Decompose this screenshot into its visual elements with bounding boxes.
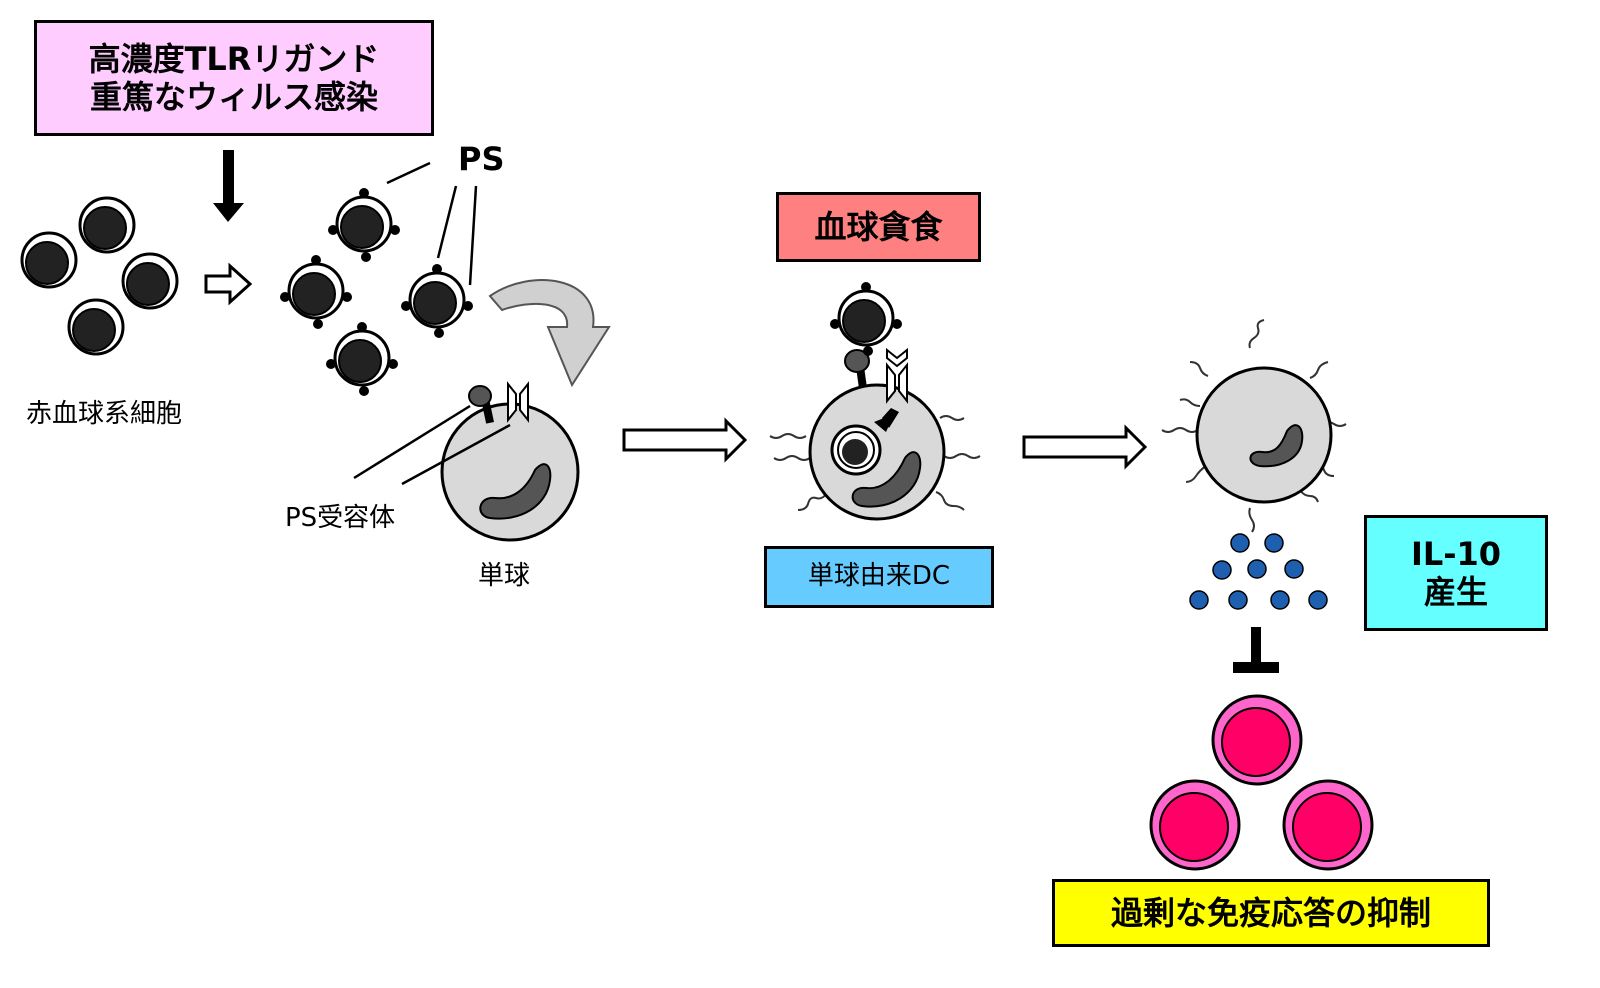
il10-dot xyxy=(1228,590,1248,610)
ps-exposed-cell-group xyxy=(280,188,473,396)
monocyte-nucleus xyxy=(479,463,552,520)
down-arrow xyxy=(213,150,244,222)
il10-dot xyxy=(1270,590,1290,610)
ps-exposed-cell xyxy=(326,322,398,396)
il10-dot xyxy=(1284,559,1304,579)
il10-dot xyxy=(1212,560,1232,580)
ps-pointer-lines xyxy=(386,161,478,286)
hollow-arrow-small xyxy=(204,262,253,306)
monocyte-derived-dc xyxy=(769,282,981,521)
il10-dot xyxy=(1230,533,1250,553)
immune-cell xyxy=(1211,694,1303,786)
immune-cell xyxy=(1282,779,1374,871)
activated-dc-nucleus xyxy=(1249,424,1304,468)
il10-dot xyxy=(1247,559,1267,579)
erythroid-cell xyxy=(67,298,125,356)
erythroid-cell xyxy=(121,252,179,310)
monocyte-derived-dc-box: 単球由来DC xyxy=(764,546,994,608)
immune-cell xyxy=(1149,779,1241,871)
erythroid-cell-label: 赤血球系細胞 xyxy=(26,399,183,429)
erythroid-cell-group xyxy=(20,196,179,356)
suppression-box: 過剰な免疫応答の抑制 xyxy=(1052,879,1490,947)
engulfed-cell xyxy=(830,282,902,356)
hemophagocytosis-box: 血球貪食 xyxy=(776,192,981,262)
dc-dendrites xyxy=(769,415,981,511)
ps-receptor-label: PS受容体 xyxy=(285,503,396,533)
il10-box: IL-10 産生 xyxy=(1364,515,1548,631)
il10-line-1: IL-10 xyxy=(1410,534,1502,573)
il10-molecules xyxy=(1189,533,1328,610)
trigger-line-1: 高濃度TLRリガンド xyxy=(88,39,380,78)
hollow-arrow-1 xyxy=(622,417,748,463)
suppression-label: 過剰な免疫応答の抑制 xyxy=(1110,893,1431,932)
monocyte xyxy=(440,383,580,542)
curved-arrow xyxy=(488,279,611,388)
trigger-box: 高濃度TLRリガンド 重篤なウィルス感染 xyxy=(34,20,434,136)
hemophagocytosis-label: 血球貪食 xyxy=(814,207,943,246)
ps-exposed-cell xyxy=(280,255,352,329)
trigger-line-2: 重篤なウィルス感染 xyxy=(89,78,378,116)
ps-exposed-cell xyxy=(401,264,473,338)
activated-dc xyxy=(1161,319,1347,533)
hollow-arrow-2 xyxy=(1022,424,1148,470)
ps-exposed-cell xyxy=(328,188,400,262)
il10-dot xyxy=(1308,590,1328,610)
immune-cell-group xyxy=(1149,694,1374,871)
inhibition-symbol xyxy=(1233,627,1279,673)
erythroid-cell xyxy=(78,196,136,254)
ps-receptor-pointer-lines xyxy=(353,404,511,486)
il10-dot xyxy=(1264,533,1284,553)
dc-nucleus xyxy=(851,451,922,508)
ps-label: PS xyxy=(458,140,505,178)
il10-dot xyxy=(1189,590,1209,610)
erythroid-cell xyxy=(20,231,78,289)
il10-line-2: 産生 xyxy=(1423,573,1488,611)
monocyte-label: 単球 xyxy=(478,561,531,591)
monocyte-derived-dc-label: 単球由来DC xyxy=(807,561,951,592)
